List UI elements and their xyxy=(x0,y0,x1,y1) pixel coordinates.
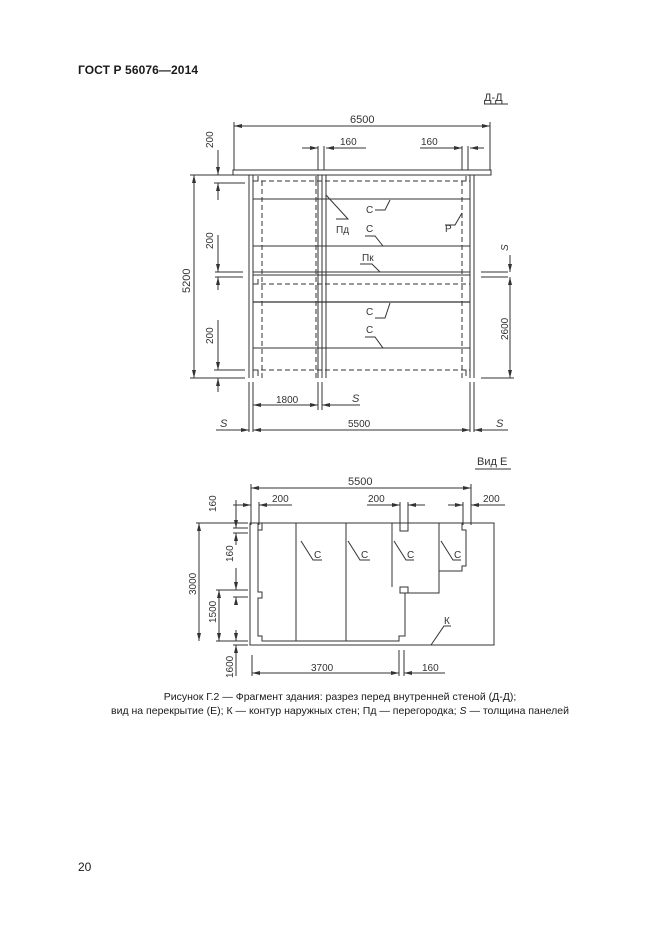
caption-line-2: вид на перекрытие (Е); К — контур наружн… xyxy=(111,705,569,717)
page-number: 20 xyxy=(78,860,92,874)
view-label: Вид Е xyxy=(477,456,507,468)
dim-1500: 1500 xyxy=(208,600,219,623)
dim-5500-e: 5500 xyxy=(348,476,372,488)
label-c-1: С xyxy=(366,205,373,216)
dim-200-mid: 200 xyxy=(368,494,385,505)
label-c-4: С xyxy=(366,325,373,336)
dim-1800: 1800 xyxy=(276,395,299,406)
dim-160-right: 160 xyxy=(421,137,438,148)
label-c-3: С xyxy=(366,307,373,318)
dim-200-top: 200 xyxy=(205,131,216,148)
label-c-e2: С xyxy=(361,550,368,561)
label-pk: Пк xyxy=(362,253,374,264)
dim-200-left: 200 xyxy=(272,494,289,505)
dim-3700: 3700 xyxy=(311,663,334,674)
label-c-e4: С xyxy=(454,550,461,561)
label-p: Р xyxy=(445,224,452,235)
dim-s-right: S xyxy=(500,244,511,251)
dim-200-low: 200 xyxy=(205,327,216,344)
dim-160-left: 160 xyxy=(340,137,357,148)
section-label: Д-Д xyxy=(484,92,503,104)
label-c-e1: С xyxy=(314,550,321,561)
dim-160-inner: 160 xyxy=(225,545,236,562)
dim-6500: 6500 xyxy=(350,114,374,126)
dim-s-mid: S xyxy=(352,393,360,405)
dim-160-bottom: 160 xyxy=(422,663,439,674)
label-pd: Пд xyxy=(336,225,349,236)
dim-5200: 5200 xyxy=(181,269,193,293)
dim-3000: 3000 xyxy=(188,572,199,595)
caption-line-1: Рисунок Г.2 — Фрагмент здания: разрез пе… xyxy=(163,691,517,703)
dim-200-mid: 200 xyxy=(205,232,216,249)
label-c-2: С xyxy=(366,224,373,235)
dim-2600: 2600 xyxy=(500,317,511,340)
figure-caption: Рисунок Г.2 — Фрагмент здания: разрез пе… xyxy=(60,690,620,718)
label-k: К xyxy=(444,616,450,627)
document-header: ГОСТ Р 56076—2014 xyxy=(78,63,199,77)
dim-5500: 5500 xyxy=(348,419,371,430)
dim-s-end: S xyxy=(496,418,504,430)
dim-200-right: 200 xyxy=(483,494,500,505)
label-c-e3: С xyxy=(407,550,414,561)
dim-160-top: 160 xyxy=(208,495,219,512)
dim-s-left: S xyxy=(220,418,228,430)
dim-1600: 1600 xyxy=(225,655,236,678)
